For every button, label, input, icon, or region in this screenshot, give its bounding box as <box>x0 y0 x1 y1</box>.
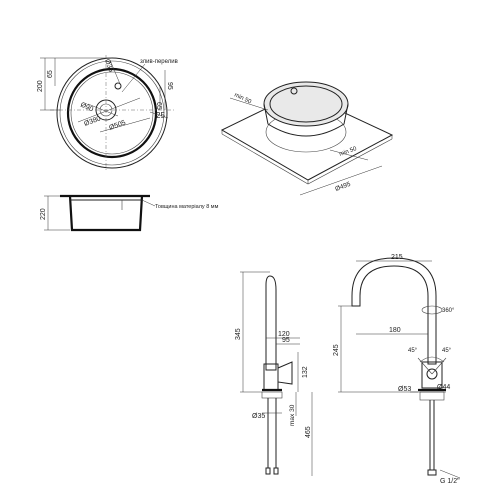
dim-245: 245 <box>333 344 340 356</box>
sink-iso-view: min 50 min 50 Ø495 <box>220 81 394 196</box>
sink-bowl <box>66 67 158 159</box>
hose-end-2 <box>273 467 279 475</box>
dim-95: 95 <box>166 82 173 90</box>
dim-65-left: 65 <box>47 70 54 78</box>
dim-180: 180 <box>389 327 401 334</box>
front-hose-end <box>427 469 437 476</box>
dim-25: 25 <box>156 111 165 120</box>
dim-d35: Ø35 <box>103 58 114 73</box>
dim-d495: Ø495 <box>334 181 352 193</box>
leader-d505 <box>99 117 151 133</box>
lever-angle-right <box>431 357 447 375</box>
leader-d35 <box>109 59 121 85</box>
dim-d505: Ø505 <box>108 119 127 131</box>
section-bowl <box>68 195 144 232</box>
leader-d90 <box>87 103 119 117</box>
dim-95-side: 95 <box>282 337 290 344</box>
sink-section-view: 220 Товщина матеріалу 8 мм <box>40 194 219 232</box>
lever-arc <box>419 356 445 363</box>
leader-d380 <box>77 97 141 123</box>
iso-bowl-body <box>263 103 349 137</box>
sink-outer-rim <box>56 57 168 169</box>
iso-bowl-inner <box>269 85 343 123</box>
dim-215: 215 <box>391 254 403 261</box>
leader-min50-left <box>229 97 269 111</box>
lever-angle-left <box>417 357 433 375</box>
dim-line-25 <box>149 111 169 119</box>
hose-end-1 <box>265 467 271 475</box>
dim-200: 200 <box>37 80 44 92</box>
faucet-front-spout <box>351 257 437 365</box>
faucet-side-view: 345 120 95 132 Ø35 max 30 465 <box>235 271 313 476</box>
leader-thickness <box>141 199 156 207</box>
faucet-front-mount <box>419 391 445 401</box>
dim-d35-side: Ø35 <box>252 413 265 420</box>
label-thickness: Товщина матеріалу 8 мм <box>155 204 219 210</box>
dim-345: 345 <box>235 328 242 340</box>
faucet-front-lever-pivot <box>426 368 438 380</box>
faucet-side-lever <box>277 361 293 385</box>
iso-bowl-top <box>263 81 349 127</box>
sink-bowl-inner <box>70 71 154 155</box>
dim-max30: max 30 <box>289 404 296 426</box>
dim-132: 132 <box>302 366 309 378</box>
leader-overflow <box>121 63 146 93</box>
sink-outer-rim-inner <box>59 60 165 166</box>
dim-120: 120 <box>278 331 290 338</box>
dim-d380: Ø380 <box>83 115 102 127</box>
dim-min50-right: min 50 <box>339 146 359 158</box>
dim-d44: Ø44 <box>437 384 450 391</box>
dim-220: 220 <box>40 208 47 220</box>
dim-45-right: 45° <box>442 348 452 354</box>
dim-465: 465 <box>305 426 312 438</box>
dim-360: 360° <box>442 308 455 314</box>
dim-d53: Ø53 <box>398 386 411 393</box>
leader-g12 <box>439 469 461 479</box>
faucet-side-spout <box>265 275 277 371</box>
dim-d90: Ø90 <box>79 101 94 113</box>
faucet-front-body <box>421 361 443 389</box>
dim-45-left: 45° <box>408 348 418 354</box>
overflow-hole <box>114 82 122 90</box>
dim-65-right: 65 <box>155 102 162 110</box>
iso-overflow <box>290 87 298 95</box>
sink-top-view: злив-перелив Ø35 Ø90 Ø380 Ø505 200 65 65… <box>37 55 178 172</box>
leader-d495 <box>299 165 383 196</box>
rotation-ellipse <box>421 305 443 315</box>
countertop-underside <box>221 133 393 185</box>
leader-min50-right <box>329 149 369 161</box>
faucet-side-mount <box>261 391 283 399</box>
dim-g12: G 1/2" <box>440 478 460 485</box>
faucet-front-view: 215 360° 180 245 45° 45° Ø53 Ø44 G 1/2" <box>333 254 460 485</box>
label-overflow: злив-перелив <box>140 59 178 65</box>
dim-min50-left: min 50 <box>233 92 252 105</box>
